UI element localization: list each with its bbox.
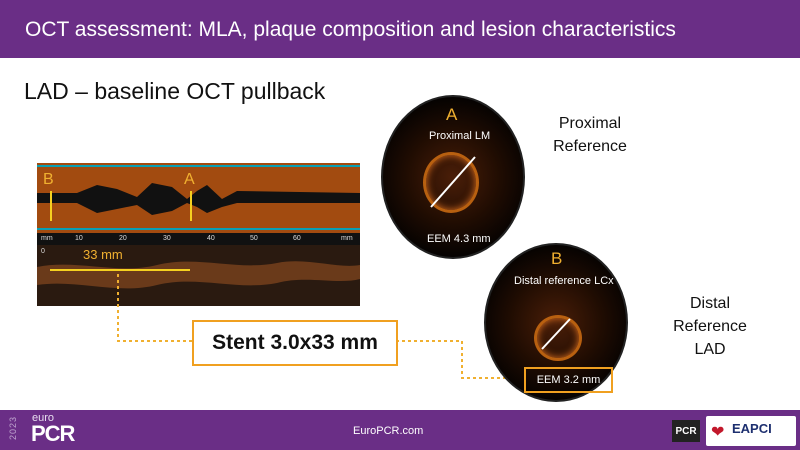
- cross-section-b: B Distal reference LCx: [484, 243, 628, 402]
- cross-section-b-letter: B: [551, 249, 563, 268]
- lumen-b: [534, 315, 582, 361]
- lumen-a: [423, 152, 479, 213]
- distal-reference-label: Distal Reference LAD: [660, 292, 760, 361]
- oct-stent-segment-line: [50, 269, 190, 271]
- distal-label-line2: Reference: [673, 318, 747, 335]
- oct-tick-20: 20: [119, 235, 127, 242]
- eapci-badge-logo: ❤ EAPCI: [706, 416, 796, 446]
- oct-segment-length: 33 mm: [83, 247, 123, 262]
- cross-section-a-eem: EEM 4.3 mm: [427, 233, 491, 245]
- stent-label: Stent 3.0x33 mm: [212, 331, 378, 354]
- oct-scale-bar: mm 10 20 30 40 50 60 mm: [37, 233, 360, 245]
- diameter-line-b: [541, 318, 571, 350]
- proximal-label-line1: Proximal: [558, 115, 622, 132]
- oct-axis-unit-right: mm: [341, 235, 353, 242]
- oct-top-view: [37, 163, 360, 233]
- footer-bar: [0, 410, 800, 450]
- cross-section-a-caption: Proximal LM: [429, 130, 491, 142]
- slide-title: OCT assessment: MLA, plaque composition …: [25, 18, 676, 41]
- heart-icon: ❤: [711, 424, 725, 441]
- cross-section-b-eem-box: EEM 3.2 mm: [524, 367, 613, 393]
- cross-section-a-letter: A: [446, 105, 458, 124]
- europcr-logo-pcr: PCR: [31, 421, 75, 446]
- stent-callout-box: Stent 3.0x33 mm: [192, 320, 398, 366]
- oct-bottom-border: [37, 228, 360, 230]
- oct-tick-40: 40: [207, 235, 215, 242]
- oct-top-border: [37, 165, 360, 167]
- proximal-label-line2: Reference: [553, 138, 627, 155]
- oct-tick-30: 30: [163, 235, 171, 242]
- oct-tick-10: 10: [75, 235, 83, 242]
- oct-marker-a-label: A: [184, 171, 195, 188]
- oct-zero-label: 0: [41, 248, 45, 255]
- oct-longitudinal-view: B A mm 10 20 30 40 50 60 mm 0 33 mm: [37, 163, 360, 306]
- header-bar: OCT assessment: MLA, plaque composition …: [0, 0, 800, 58]
- pcr-badge-logo: PCR: [672, 420, 700, 442]
- oct-marker-b-line: [50, 191, 52, 221]
- oct-tick-50: 50: [250, 235, 258, 242]
- distal-label-line3: LAD: [694, 341, 726, 358]
- proximal-reference-label: Proximal Reference: [550, 112, 630, 158]
- slide-subtitle: LAD – baseline OCT pullback: [24, 78, 326, 104]
- europcr-logo-euro: euro: [32, 412, 55, 424]
- cross-section-b-caption: Distal reference LCx: [514, 275, 614, 287]
- footer-url: EuroPCR.com: [353, 425, 424, 437]
- oct-lumen-profile: [37, 183, 360, 215]
- eapci-text: EAPCI: [732, 421, 772, 436]
- diameter-line-a: [430, 156, 476, 208]
- footer-year: 2023: [8, 416, 18, 441]
- oct-marker-a-line: [190, 191, 192, 221]
- cross-section-b-eem: EEM 3.2 mm: [536, 374, 601, 386]
- oct-tick-60: 60: [293, 235, 301, 242]
- oct-axis-unit-left: mm: [41, 235, 53, 242]
- distal-label-line1: Distal: [689, 295, 730, 312]
- oct-marker-b-label: B: [43, 171, 54, 188]
- cross-section-a: A Proximal LM EEM 4.3 mm: [381, 95, 525, 259]
